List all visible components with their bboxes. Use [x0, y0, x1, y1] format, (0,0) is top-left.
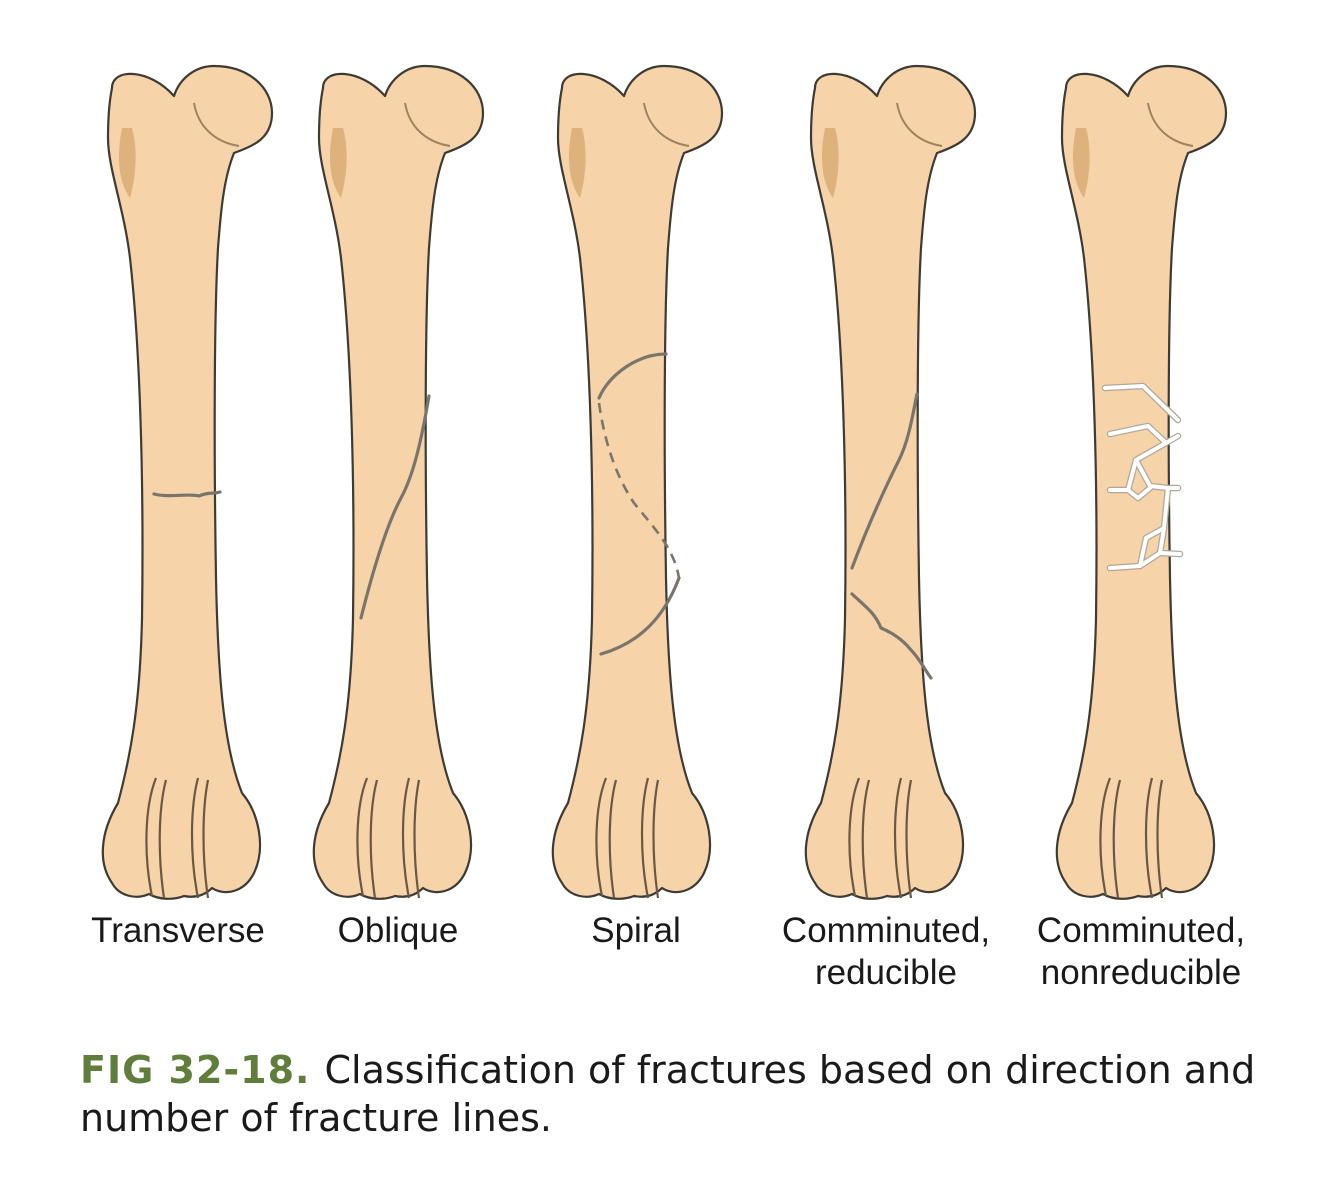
label-comminuted-nonreducible: Comminuted, nonreducible [1018, 910, 1264, 994]
label-comminuted-nonreducible-line-1: Comminuted, [1018, 910, 1264, 952]
label-oblique-line-1: Oblique [298, 910, 498, 952]
label-comminuted-reducible: Comminuted, reducible [765, 910, 1007, 994]
label-spiral-line-1: Spiral [536, 910, 736, 952]
label-transverse: Transverse [78, 910, 278, 952]
figure-number: FIG 32-18. [80, 1048, 311, 1092]
bone-oblique [314, 66, 483, 899]
bone-comminuted-nonreducible [1057, 66, 1226, 899]
label-comminuted-reducible-line-1: Comminuted, [765, 910, 1007, 952]
label-comminuted-reducible-line-2: reducible [765, 952, 1007, 994]
figure-caption: FIG 32-18.Classification of fractures ba… [80, 1046, 1260, 1142]
bone-transverse [103, 66, 272, 899]
bone-spiral [553, 66, 722, 899]
label-transverse-line-1: Transverse [78, 910, 278, 952]
label-oblique: Oblique [298, 910, 498, 952]
label-spiral: Spiral [536, 910, 736, 952]
label-comminuted-nonreducible-line-2: nonreducible [1018, 952, 1264, 994]
bone-comminuted-reducible [806, 66, 975, 899]
